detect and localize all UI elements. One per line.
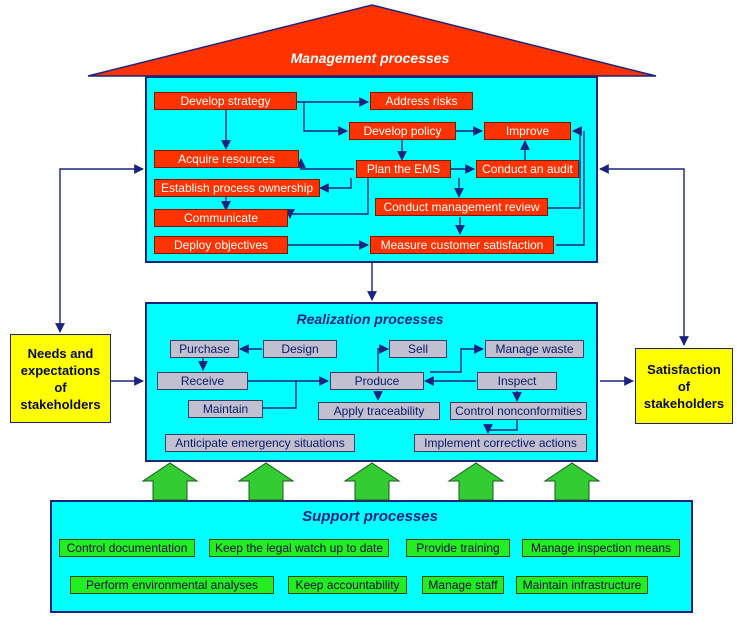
needs-stakeholders-box: Needs and expectations of stakeholders <box>10 334 111 423</box>
apply-traceability-box: Apply traceability <box>318 402 440 420</box>
produce-box: Produce <box>330 372 424 390</box>
satisfaction-stakeholders-box: Satisfaction of stakeholders <box>635 348 733 424</box>
environmental-analyses-box: Perform environmental analyses <box>70 576 274 594</box>
customer-satisfaction-box: Measure customer satisfaction <box>370 236 554 254</box>
support-arrow-up-3 <box>343 462 401 501</box>
manage-waste-box: Manage waste <box>485 340 584 358</box>
purchase-box: Purchase <box>170 340 239 358</box>
management-review-box: Conduct management review <box>375 198 548 216</box>
control-documentation-box: Control documentation <box>59 539 195 557</box>
support-arrows <box>141 462 601 501</box>
conduct-audit-box: Conduct an audit <box>476 160 579 178</box>
design-box: Design <box>263 340 337 358</box>
support-arrow-up-4 <box>447 462 505 501</box>
keep-accountability-box: Keep accountability <box>288 576 407 594</box>
support-title: Support processes <box>302 508 438 525</box>
develop-policy-box: Develop policy <box>349 122 456 140</box>
provide-training-box: Provide training <box>406 539 510 557</box>
develop-strategy-box: Develop strategy <box>154 92 297 110</box>
needs-line-2: expectations <box>20 362 101 378</box>
improve-box: Improve <box>484 122 571 140</box>
legal-watch-box: Keep the legal watch up to date <box>209 539 389 557</box>
inspection-means-box: Manage inspection means <box>522 539 680 557</box>
inspect-box: Inspect <box>477 372 557 390</box>
satisfaction-line-3: stakeholders <box>643 395 725 411</box>
sell-box: Sell <box>389 340 447 358</box>
control-nonconformities-box: Control nonconformities <box>450 402 587 420</box>
establish-ownership-box: Establish process ownership <box>154 179 320 197</box>
maintain-infrastructure-box: Maintain infrastructure <box>516 576 648 594</box>
support-arrow-up-5 <box>543 462 601 501</box>
plan-ems-box: Plan the EMS <box>356 160 451 178</box>
satisfaction-line-2: of <box>677 378 691 394</box>
maintain-box: Maintain <box>188 400 263 418</box>
receive-box: Receive <box>157 372 248 390</box>
satisfaction-line-1: Satisfaction <box>647 361 721 377</box>
corrective-actions-box: Implement corrective actions <box>414 434 587 452</box>
support-arrow-up-2 <box>237 462 295 501</box>
anticipate-emergency-box: Anticipate emergency situations <box>165 434 355 452</box>
needs-line-3: of <box>54 379 67 395</box>
needs-line-1: Needs and <box>27 345 94 361</box>
address-risks-box: Address risks <box>370 92 473 110</box>
support-arrow-up-1 <box>141 462 199 501</box>
needs-line-4: stakeholders <box>20 396 101 412</box>
manage-staff-box: Manage staff <box>422 576 504 594</box>
communicate-box: Communicate <box>154 209 288 227</box>
acquire-resources-box: Acquire resources <box>154 150 299 168</box>
management-title: Management processes <box>290 50 450 66</box>
realization-title: Realization processes <box>296 311 444 327</box>
deploy-objectives-box: Deploy objectives <box>154 236 288 254</box>
